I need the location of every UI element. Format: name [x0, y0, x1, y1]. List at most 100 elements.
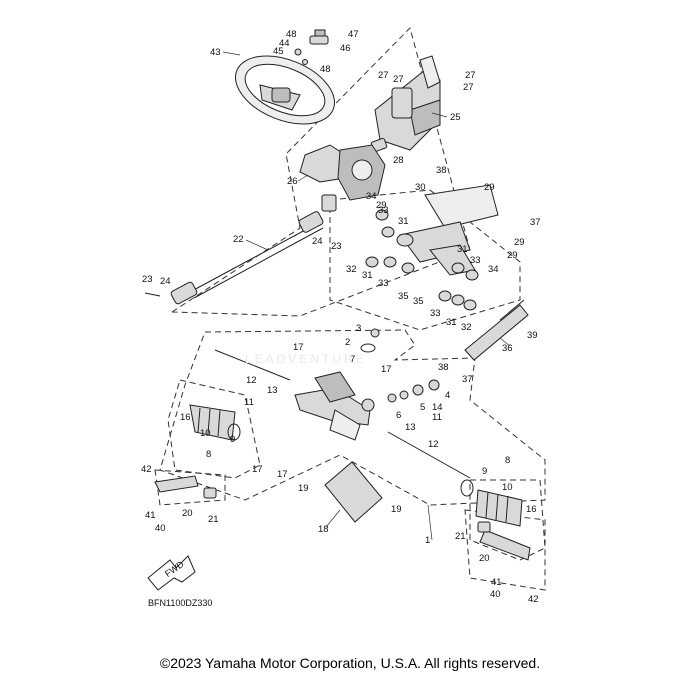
callout-33-d: 33: [430, 308, 441, 319]
callout-48-b: 48: [320, 64, 331, 75]
callout-19-a: 19: [298, 483, 309, 494]
callout-28: 28: [393, 155, 404, 166]
callout-13-left: 13: [267, 385, 278, 396]
callout-38-a: 38: [436, 165, 447, 176]
callout-29-b: 29: [376, 200, 387, 211]
rack-group-outline: [159, 329, 546, 506]
small-seals: [360, 328, 440, 403]
callout-9-right: 9: [482, 466, 487, 477]
callout-27-c: 27: [465, 70, 476, 81]
callout-29-d: 29: [507, 250, 518, 261]
callout-37-b: 37: [462, 374, 473, 385]
callout-34-a: 34: [366, 191, 377, 202]
callout-11-left: 11: [244, 397, 254, 408]
callout-20-right: 20: [479, 553, 490, 564]
callout-18: 18: [318, 524, 329, 535]
callout-30: 30: [415, 182, 426, 193]
bushings-upper: [365, 209, 415, 274]
callout-17-b: 17: [381, 364, 392, 375]
callout-32-a: 32: [346, 264, 357, 275]
callout-26: 26: [287, 176, 298, 187]
callout-17-d: 17: [277, 469, 288, 480]
callout-23-b: 23: [331, 241, 342, 252]
callout-39: 39: [527, 330, 538, 341]
callout-35-a: 35: [398, 291, 409, 302]
callout-33-b: 33: [470, 255, 481, 266]
tie-rod-end-left: [154, 475, 199, 493]
callout-42-right: 42: [528, 594, 539, 605]
callout-27-a: 27: [378, 70, 389, 81]
inner-tie-rod-right: [387, 431, 471, 479]
boot-clamp-right: [460, 479, 474, 497]
callout-22: 22: [233, 234, 244, 245]
callout-6: 6: [396, 410, 401, 421]
callout-9-left: 9: [230, 434, 235, 445]
callout-29-a: 29: [484, 182, 495, 193]
callout-27-b: 27: [393, 74, 404, 85]
callout-4: 4: [445, 390, 450, 401]
callout-36: 36: [502, 343, 513, 354]
upper-column-assembly: [374, 55, 441, 151]
callout-47: 47: [348, 29, 359, 40]
callout-33-c: 33: [378, 278, 389, 289]
watermark: LEADVENTURE: [245, 352, 367, 366]
callout-20-left: 20: [182, 508, 193, 519]
diagram-code: BFN1100DZ330: [148, 598, 212, 608]
callout-46: 46: [340, 43, 351, 54]
callout-42-left: 42: [141, 464, 152, 475]
callout-labels: 1 2 3 4 5 6 7 8 8 9 9 10 10 11 11 12 12 …: [141, 29, 541, 605]
callout-29-c: 29: [514, 237, 525, 248]
callout-38-b: 38: [438, 362, 449, 373]
locknut-left: [203, 487, 217, 499]
bolt-23: [144, 292, 161, 297]
callout-31-b: 31: [457, 244, 468, 255]
callout-11-right: 11: [432, 412, 442, 423]
bushings-lower: [438, 262, 479, 311]
callout-37-a: 37: [530, 217, 541, 228]
callout-23-a: 23: [142, 274, 153, 285]
inner-tie-rod-left: [214, 349, 291, 381]
callout-19-b: 19: [391, 504, 402, 515]
callout-1: 1: [425, 535, 430, 546]
column-group-outline: [171, 27, 471, 317]
leader-lines: [222, 51, 511, 541]
callout-17-c: 17: [252, 464, 263, 475]
callout-10-left: 10: [200, 428, 211, 439]
callout-35-b: 35: [413, 296, 424, 307]
callout-21-right: 21: [455, 531, 466, 542]
right-boot-group-outline: [469, 479, 546, 561]
callout-10-right: 10: [502, 482, 513, 493]
mounting-bracket: [399, 184, 499, 276]
callout-2: 2: [345, 337, 350, 348]
left-tierod-group-outline: [154, 469, 226, 506]
callout-40-left: 40: [155, 523, 166, 534]
callout-7: 7: [350, 354, 355, 365]
callout-45: 45: [273, 46, 284, 57]
lower-steering-shaft: [170, 211, 324, 305]
steering-wheel: [234, 55, 336, 125]
locknut-right: [477, 521, 491, 533]
callout-43: 43: [210, 47, 221, 58]
callout-32-b: 32: [461, 322, 472, 333]
callout-44: 44: [279, 38, 290, 49]
steering-rack-assembly: [294, 371, 375, 441]
horn-cap-parts: [294, 29, 329, 65]
eps-unit: [299, 144, 386, 212]
callout-12-right: 12: [428, 439, 439, 450]
callout-31-a: 31: [398, 216, 409, 227]
callout-5: 5: [420, 402, 425, 413]
callout-31-d: 31: [446, 317, 457, 328]
callout-14: 14: [432, 402, 443, 413]
rack-bracket: [324, 461, 383, 523]
callout-12-left: 12: [246, 375, 257, 386]
callout-16-left: 16: [180, 412, 191, 423]
callout-8-right: 8: [505, 455, 510, 466]
callout-48-a: 48: [286, 29, 297, 40]
callout-41-right: 41: [491, 577, 502, 588]
copyright-text: ©2023 Yamaha Motor Corporation, U.S.A. A…: [159, 655, 541, 671]
callout-17-a: 17: [293, 342, 304, 353]
callout-3: 3: [356, 323, 361, 334]
fwd-arrow: FWD: [147, 555, 196, 591]
callout-24-a: 24: [160, 276, 171, 287]
